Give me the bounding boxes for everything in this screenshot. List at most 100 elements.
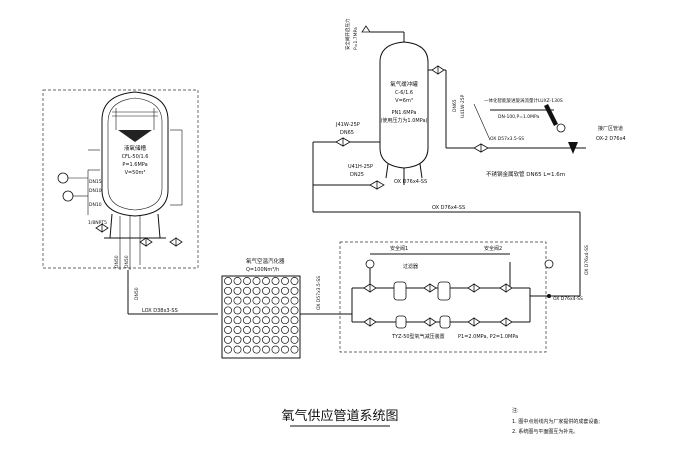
- vendor-boundary-regulator: [339, 241, 547, 353]
- fin-tube: [243, 335, 251, 344]
- fin-tube: [243, 286, 251, 295]
- fin-tube: [281, 326, 289, 334]
- fin-tube: [224, 286, 232, 295]
- regulator-right-icon: [439, 315, 451, 329]
- fin-tube: [281, 316, 289, 325]
- outlet-valve-icon: [431, 65, 445, 75]
- label-safety-2: 安全阀2: [484, 245, 502, 252]
- fin-tube: [262, 326, 270, 334]
- fin-tube: [252, 296, 261, 305]
- label-dn10-b: DN10: [89, 202, 102, 208]
- label-valve-j41w-dn: DN65: [340, 130, 354, 136]
- ball-valve-icon: [467, 283, 481, 293]
- pressure-gauge-right-icon: [544, 259, 554, 269]
- fin-tube: [252, 316, 261, 325]
- valve-u41h-icon: [369, 180, 385, 190]
- fin-tube: [243, 326, 251, 334]
- fin-tube: [262, 277, 270, 285]
- ball-valve-icon: [423, 283, 437, 293]
- fin-tube: [262, 286, 270, 295]
- fin-tube: [271, 306, 280, 315]
- label-dn65-v: DN65: [452, 99, 458, 112]
- buffer-tank: [379, 32, 429, 185]
- fin-tube: [252, 277, 261, 285]
- fin-tube: [281, 296, 289, 305]
- label-safety-1: 安全阀1: [390, 245, 408, 252]
- fin-tube: [281, 345, 289, 354]
- fin-tube: [243, 306, 251, 315]
- fin-tube: [271, 296, 280, 305]
- fin-tube: [233, 316, 242, 325]
- fin-tube: [271, 326, 280, 334]
- fin-tube: [243, 316, 251, 325]
- label-ox-top: OX D76x4-SS: [394, 179, 427, 185]
- vaporizer-name: 氧气空温汽化器: [246, 257, 285, 265]
- regulator-valves: [363, 283, 513, 327]
- fin-tube: [252, 306, 261, 315]
- fin-tube: [233, 326, 242, 334]
- label-lox-pipe: LOX D38x3-SS: [142, 308, 178, 314]
- label-ox-vertical: OX D57x3.5-SS: [316, 276, 322, 310]
- fin-tube: [271, 345, 280, 354]
- fin-tube: [252, 335, 261, 344]
- label-flowmeter: 一体化智能旋进旋涡流量计LUXZ-130S: [484, 97, 563, 104]
- ball-valve-icon: [423, 317, 437, 327]
- label-ox-mid: OX D76x4-SS: [432, 205, 465, 211]
- fin-tube: [224, 296, 232, 305]
- vaporizer-capacity: Q=100Nm³/h: [246, 267, 279, 273]
- fin-tube: [290, 326, 299, 334]
- tank-bottom-valves: [95, 216, 183, 270]
- fin-tube: [290, 316, 299, 325]
- vendor-boundary-tank: [42, 89, 199, 269]
- device-name: TYZ-50型氧气减压装置: [391, 333, 445, 340]
- fin-tube: [262, 335, 270, 344]
- label-valve-j41w: J41W-25P: [335, 122, 360, 128]
- fin-tube: [252, 326, 261, 334]
- fin-tube: [233, 286, 242, 295]
- ball-valve-icon: [467, 317, 481, 327]
- buffer-model: C-6/1.6: [395, 90, 413, 96]
- fin-tube: [290, 306, 299, 315]
- fin-tube: [224, 335, 232, 344]
- buffer-volume: V=6m³: [395, 98, 413, 104]
- fin-tube: [262, 345, 270, 354]
- fin-tube: [262, 316, 270, 325]
- level-gauge-icon: [62, 190, 74, 202]
- note-2: 2. 系统图与平面图互为补充。: [512, 428, 578, 435]
- fin-tube: [281, 335, 289, 344]
- fin-tube: [281, 277, 289, 285]
- tank-name: 液氧储槽: [124, 144, 147, 152]
- diagram-title: 氧气供应管道系统图: [281, 408, 398, 424]
- label-u41w-v: U41W-25P: [460, 94, 466, 118]
- ball-valve-icon: [499, 317, 513, 327]
- fin-tube: [224, 277, 232, 285]
- outlet-valve-2-icon: [473, 143, 489, 153]
- buffer-name: 氧气缓冲罐: [390, 80, 418, 88]
- filter-right-icon: [437, 281, 451, 301]
- label-safety-top-2: P=1.7MPa: [353, 27, 359, 50]
- fin-tube: [290, 345, 299, 354]
- notes-heading: 注:: [512, 407, 519, 414]
- tank-pressure: P=1.6MPa: [122, 162, 147, 168]
- buffer-use-pressure: (使用压力为1.0MPa): [380, 117, 427, 124]
- fin-tube: [271, 335, 280, 344]
- fin-tube: [233, 296, 242, 305]
- label-valve-u41h: U41H-25P: [348, 164, 373, 170]
- label-valve-u41h-dn: DN25: [350, 172, 364, 178]
- label-ox-out: OX D76x4-SS: [553, 296, 583, 302]
- label-level-npt: 1/8NPT5: [88, 220, 107, 226]
- vaporizer-frame: [221, 275, 301, 359]
- safety-valve-top-icon: [361, 25, 371, 33]
- fin-tube: [290, 335, 299, 344]
- filter-left-icon: [393, 281, 407, 301]
- label-dn15: DN15: [89, 179, 102, 185]
- label-dn50-c: DN50: [134, 287, 140, 300]
- label-flowmeter-spec: DN-100,P=1.0MPa: [498, 114, 540, 120]
- regulator-left-icon: [395, 315, 407, 329]
- buffer-pn: PN1.6MPa: [392, 110, 417, 116]
- fin-tube: [233, 345, 242, 354]
- tank-volume: V=50m³: [125, 170, 146, 176]
- connector-icon: [568, 142, 578, 154]
- fin-tube: [224, 306, 232, 315]
